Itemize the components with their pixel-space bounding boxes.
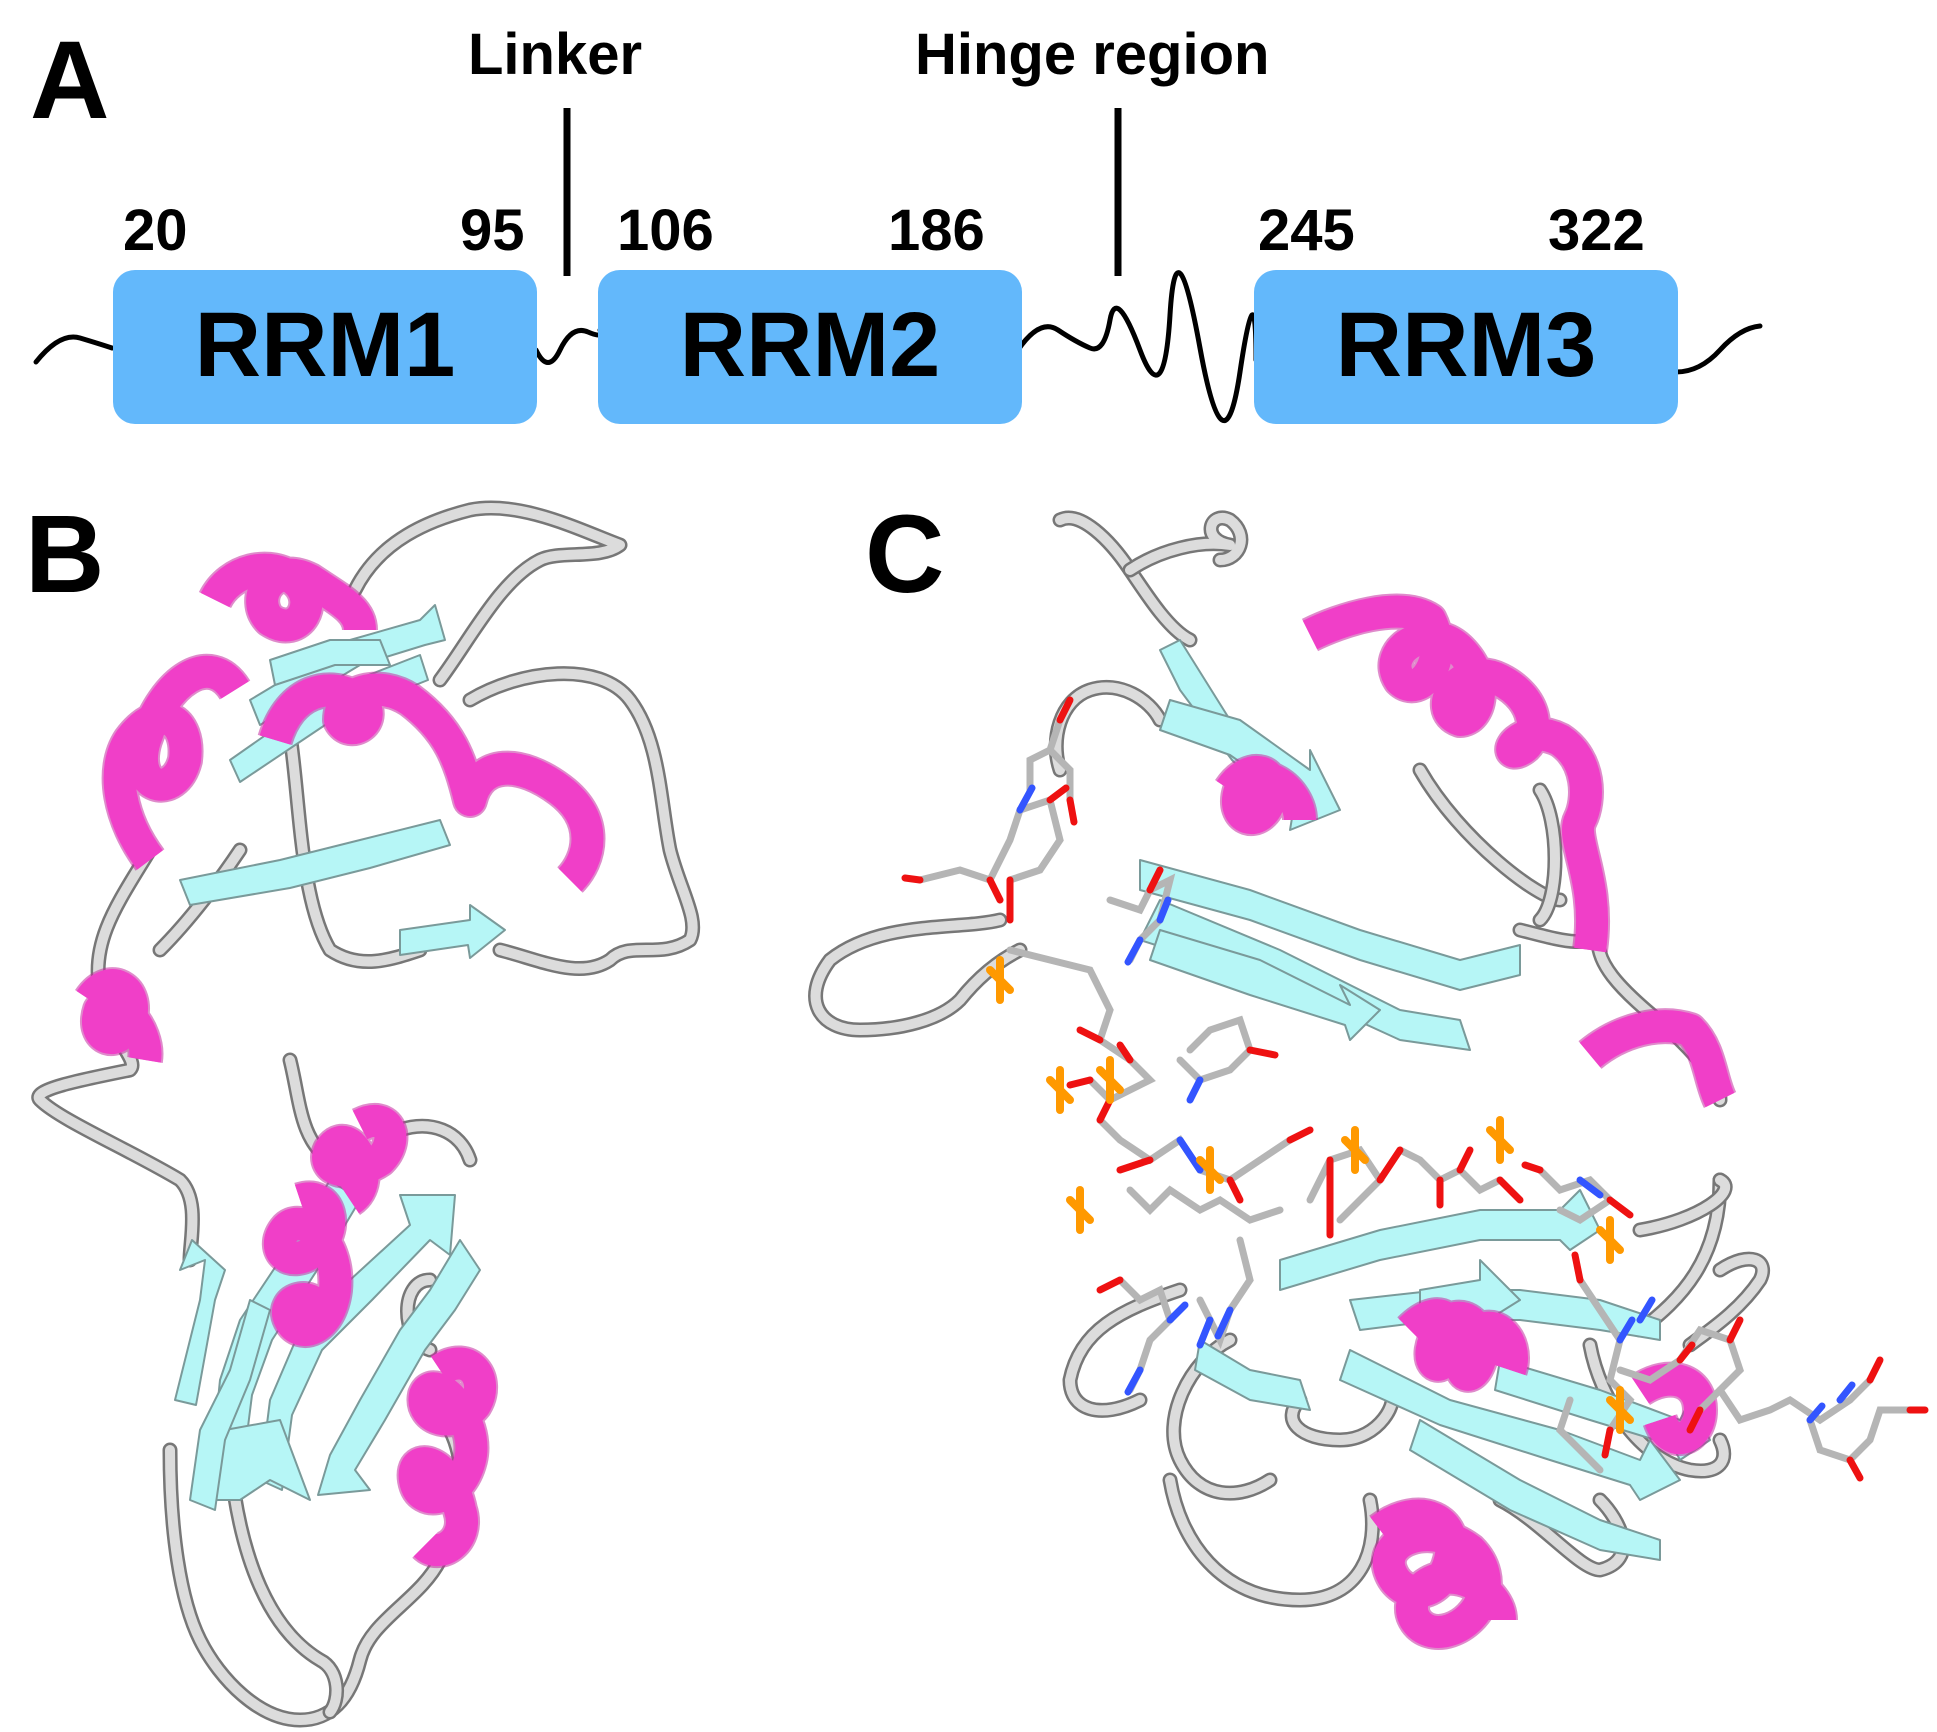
rrm3-start-residue: 245 xyxy=(1258,198,1355,263)
domain-rrm1-box xyxy=(113,270,537,424)
domain-rrm3-label: RRM3 xyxy=(1336,294,1597,396)
chain-n-terminus xyxy=(33,334,115,365)
hinge-region-label: Hinge region xyxy=(915,22,1269,87)
phosphate-groups xyxy=(986,956,1634,1434)
panel-b-helices xyxy=(75,551,606,1568)
panel-c-coils xyxy=(808,510,1770,1608)
domain-rrm3: RRM3 245 322 xyxy=(1254,198,1678,424)
rrm1-end-residue: 95 xyxy=(460,198,525,263)
panel-c-label: C xyxy=(865,493,944,616)
rrm2-start-residue: 106 xyxy=(617,198,714,263)
domain-rrm3-box xyxy=(1254,270,1678,424)
chain-hinge xyxy=(1015,270,1259,423)
rrm1-start-residue: 20 xyxy=(123,198,188,263)
panel-c: C xyxy=(808,493,1929,1650)
domain-rrm2-box xyxy=(598,270,1022,424)
panel-c-helices xyxy=(1215,593,1737,1650)
panel-b-label: B xyxy=(25,493,104,616)
panel-a-label: A xyxy=(30,19,109,142)
linker-label: Linker xyxy=(468,22,642,87)
panel-a: A Linker Hinge region RRM1 20 95 RRM2 10… xyxy=(30,19,1763,424)
domain-rrm2-label: RRM2 xyxy=(680,294,941,396)
domain-rrm2: RRM2 106 186 xyxy=(598,198,1022,424)
rrm3-end-residue: 322 xyxy=(1548,198,1645,263)
chain-c-terminus xyxy=(1673,323,1763,375)
chain-linker xyxy=(533,327,604,365)
domain-rrm1-label: RRM1 xyxy=(195,294,456,396)
panel-b: B xyxy=(25,493,701,1728)
domain-rrm1: RRM1 20 95 xyxy=(113,198,537,424)
rna-ligand xyxy=(901,696,1929,1482)
rrm2-end-residue: 186 xyxy=(888,198,985,263)
